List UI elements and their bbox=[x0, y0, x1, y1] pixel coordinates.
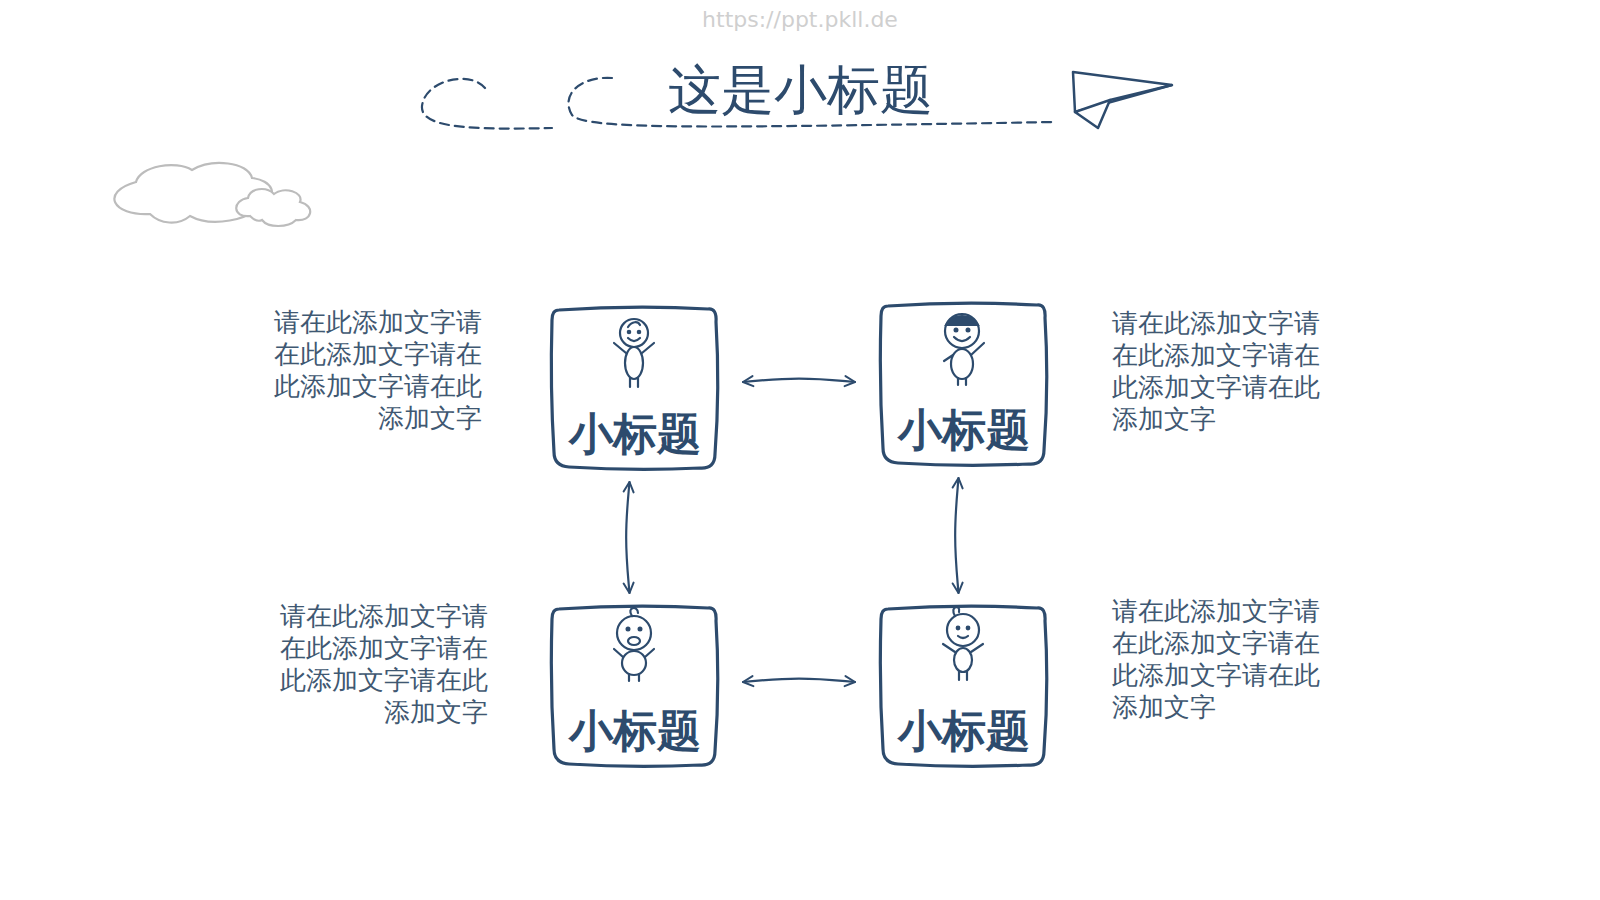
description-text: 请在此添加文字请 在此添加文字请在 此添加文字请在此 添加文字 bbox=[1112, 595, 1332, 723]
title-box: 小标题 bbox=[880, 302, 1047, 466]
box-border bbox=[880, 303, 1046, 465]
box-border bbox=[551, 307, 717, 469]
box-title: 小标题 bbox=[551, 412, 718, 456]
title-box: 小标题 bbox=[880, 605, 1047, 767]
double-arrow bbox=[626, 482, 629, 593]
cloud bbox=[114, 163, 310, 226]
title-box: 小标题 bbox=[551, 605, 718, 767]
stick-figure-icon bbox=[944, 314, 984, 385]
watermark: https://ppt.pkll.de bbox=[0, 6, 1600, 34]
double-arrow bbox=[955, 478, 958, 593]
box-title: 小标题 bbox=[880, 408, 1047, 452]
title-box: 小标题 bbox=[551, 306, 718, 470]
paper-plane bbox=[1073, 72, 1172, 128]
box-title: 小标题 bbox=[551, 709, 718, 753]
description-text: 请在此添加文字请 在此添加文字请在 此添加文字请在此 添加文字 bbox=[262, 306, 482, 434]
stick-figure-icon bbox=[614, 608, 654, 681]
stick-figure-icon bbox=[943, 607, 983, 680]
double-arrow bbox=[743, 679, 855, 682]
box-border bbox=[880, 606, 1046, 766]
box-border bbox=[551, 606, 717, 766]
double-arrow bbox=[743, 379, 855, 382]
description-text: 请在此添加文字请 在此添加文字请在 此添加文字请在此 添加文字 bbox=[268, 600, 488, 728]
stick-figure-icon bbox=[614, 319, 654, 387]
description-text: 请在此添加文字请 在此添加文字请在 此添加文字请在此 添加文字 bbox=[1112, 307, 1332, 435]
slide-title: 这是小标题 bbox=[0, 58, 1600, 122]
box-title: 小标题 bbox=[880, 709, 1047, 753]
